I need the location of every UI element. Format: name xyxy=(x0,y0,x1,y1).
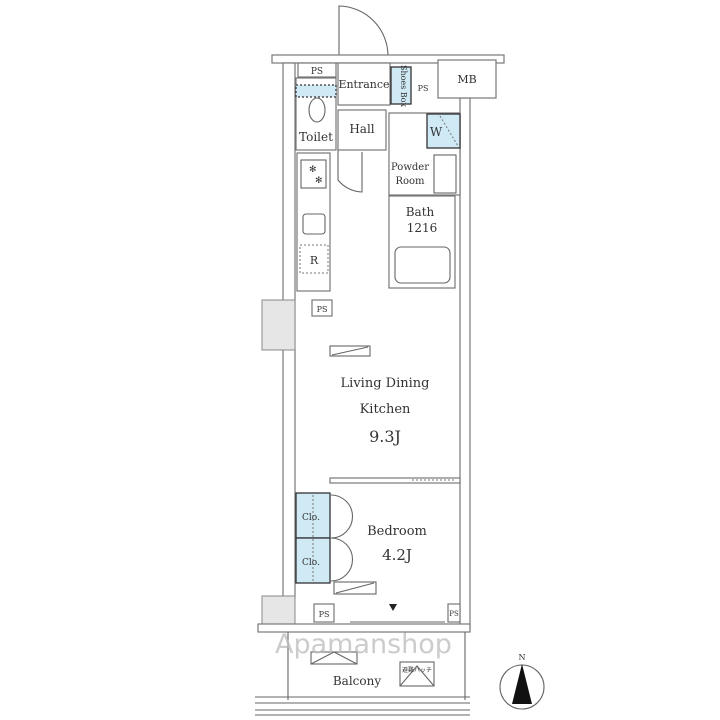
bath-size: 1216 xyxy=(407,221,438,235)
balcony-label: Balcony xyxy=(333,674,381,688)
bathtub-icon xyxy=(394,246,451,284)
bedroom-label: Bedroom xyxy=(367,524,427,539)
entrance-label: Entrance xyxy=(338,78,389,91)
ac-icon xyxy=(329,345,371,357)
north-compass: N xyxy=(499,653,545,710)
refrigerator-label: R xyxy=(310,254,319,267)
sink-icon xyxy=(433,154,457,194)
hall xyxy=(337,109,387,151)
entry-marker-icon xyxy=(389,604,397,611)
stove-icon xyxy=(300,159,327,189)
ps-mid xyxy=(311,299,333,317)
bottom-wall xyxy=(257,623,471,633)
ps-label: PS xyxy=(311,67,323,77)
closet-doors xyxy=(330,494,354,582)
toilet-label: Toilet xyxy=(299,130,333,144)
hall-label: Hall xyxy=(349,122,374,136)
ps-bottom-right xyxy=(447,603,461,623)
ldk-label: Living Dining xyxy=(341,376,430,391)
entrance-door xyxy=(338,5,389,62)
balcony-railing xyxy=(255,696,470,716)
ps-label: PS xyxy=(449,610,459,618)
burner-icon: ✻ xyxy=(309,165,317,175)
powder-room-label: Powder xyxy=(391,162,429,173)
mb-label: MB xyxy=(457,73,476,86)
refrigerator-space xyxy=(299,244,329,274)
washer-label: W xyxy=(430,125,443,139)
burner-icon: ✻ xyxy=(315,176,323,186)
toilet-icon xyxy=(308,97,326,123)
bath-label: Bath xyxy=(406,205,435,219)
closet-label: Clo. xyxy=(302,513,320,523)
washer-diagonal xyxy=(439,115,459,147)
ps-label: PS xyxy=(317,305,328,314)
shoes-box xyxy=(390,66,412,105)
evacuation-hatch xyxy=(399,661,435,687)
ps-label: PS xyxy=(319,610,330,619)
ac-diagonal xyxy=(335,582,375,594)
outdoor-unit-mark xyxy=(310,651,358,665)
ac-icon xyxy=(333,581,377,595)
ldk-size: 9.3J xyxy=(369,427,401,446)
ps-bottom xyxy=(313,603,335,623)
column xyxy=(261,299,296,351)
ps-top xyxy=(297,62,337,78)
bedroom-wall xyxy=(329,477,461,484)
kitchen-sink-icon xyxy=(302,213,326,235)
north-label: N xyxy=(519,653,526,662)
column xyxy=(261,595,296,627)
balcony-sides xyxy=(287,632,466,700)
toilet-tank xyxy=(295,84,337,98)
ps-label: PS xyxy=(418,84,429,93)
bath-room xyxy=(388,195,456,289)
ldk-label: Kitchen xyxy=(360,402,411,417)
mb-box xyxy=(437,59,497,99)
bedroom-size: 4.2J xyxy=(382,546,412,564)
hatch-mark xyxy=(399,665,435,687)
hatch-label: 避難ハッチ xyxy=(402,666,432,674)
ac-diagonal xyxy=(331,346,369,356)
washer-space xyxy=(426,113,461,149)
right-wall xyxy=(459,97,471,629)
entrance xyxy=(337,62,391,106)
closet-label: Clo. xyxy=(302,558,320,568)
shoes-box-label: Shoes Box xyxy=(399,65,408,108)
watermark: Apamanshop xyxy=(275,629,452,660)
hall-door xyxy=(337,150,363,193)
powder-room-label: Room xyxy=(395,176,425,187)
